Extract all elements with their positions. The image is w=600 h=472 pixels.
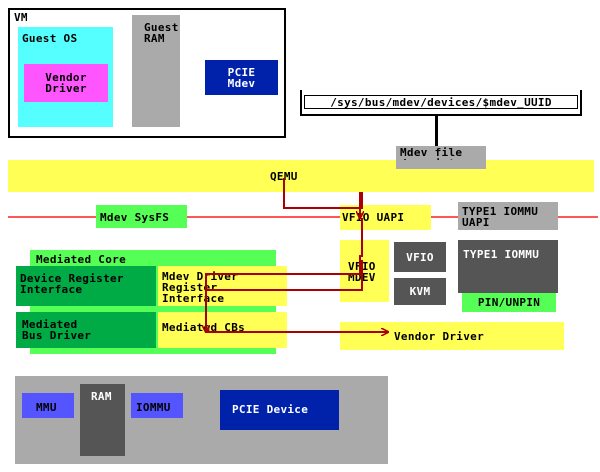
- mediated-cbs-box: [158, 312, 287, 348]
- mdev-driver-register-interface-label: Mdev Driver Register Interface: [162, 270, 239, 305]
- mdev-driver-register-interface-box: [158, 266, 287, 306]
- kvm-box: KVM: [394, 278, 446, 305]
- qemu-bar: [8, 160, 594, 192]
- iommu-label: IOMMU: [136, 401, 171, 414]
- kvm-label: KVM: [409, 285, 431, 298]
- vfio-uapi-label: VFIO UAPI: [342, 211, 405, 224]
- arrow-qemu-to-vfio-uapi: [283, 178, 362, 218]
- sysfs-path-box: /sys/bus/mdev/devices/$mdev_UUID: [304, 95, 578, 109]
- sysfs-path-frame: [300, 90, 582, 116]
- device-register-interface-label: Device Register Interface: [20, 272, 124, 296]
- mediated-core-title: Mediated Core: [36, 253, 126, 266]
- type1-iommu-label: TYPE1 IOMMU: [463, 248, 540, 261]
- vendor-driver-guest-label: Vendor Driver: [45, 71, 87, 95]
- mmu-label: MMU: [36, 401, 57, 414]
- kernel-boundary-line: [8, 216, 598, 218]
- device-register-interface-box: [16, 266, 156, 306]
- vfio-box: VFIO: [394, 242, 446, 272]
- mediated-bus-driver-label: Mediated Bus Driver: [22, 318, 92, 342]
- vm-frame: [8, 8, 286, 138]
- mediated-cbs-label: Mediated CBs: [162, 321, 246, 334]
- mediated-bus-driver-box: [16, 312, 156, 348]
- guest-ram-label: Guest RAM: [144, 21, 179, 45]
- vendor-driver-host-box: [340, 322, 564, 350]
- pin-unpin-box: PIN/UNPIN: [462, 293, 556, 312]
- pcie-mdev-label: PCIE Mdev: [227, 65, 256, 90]
- vendor-driver-guest-box: Vendor Driver: [24, 64, 108, 102]
- vfio-mdev-box: [340, 240, 389, 302]
- iommu-box: [131, 393, 183, 418]
- mmu-box: [22, 393, 74, 418]
- arrow-vfio-mdev-to-mediated-core: [206, 218, 363, 332]
- type1-uapi-label: TYPE1 IOMMU UAPI: [462, 205, 539, 229]
- mdev-sysfs-label: Mdev SysFS: [100, 211, 170, 224]
- ram-box: [80, 384, 125, 456]
- arrow-register-interface-to-vfio-mdev: [205, 260, 363, 300]
- vm-title: VM: [14, 11, 28, 24]
- ram-label: RAM: [91, 390, 112, 403]
- mdev-fd-overlap: [396, 160, 486, 169]
- guest-os-label: Guest OS: [22, 32, 78, 45]
- vfio-uapi-box: [340, 205, 431, 230]
- pcie-mdev-box: PCIE Mdev: [205, 60, 278, 95]
- qemu-label: QEMU: [270, 170, 298, 183]
- vfio-label: VFIO: [406, 250, 434, 264]
- sysfs-path-label: /sys/bus/mdev/devices/$mdev_UUID: [330, 95, 552, 109]
- pcie-device-label: PCIE Device: [232, 403, 309, 416]
- sysfs-connector: [435, 116, 438, 146]
- pin-unpin-label: PIN/UNPIN: [477, 296, 541, 309]
- mdev-sysfs-box: [96, 205, 187, 228]
- guest-ram-box: [132, 15, 180, 127]
- type1-uapi-box: [458, 202, 558, 230]
- pcie-device-box: [220, 390, 339, 430]
- vendor-driver-host-label: Vendor Driver: [394, 330, 484, 343]
- type1-iommu-box: [458, 240, 558, 293]
